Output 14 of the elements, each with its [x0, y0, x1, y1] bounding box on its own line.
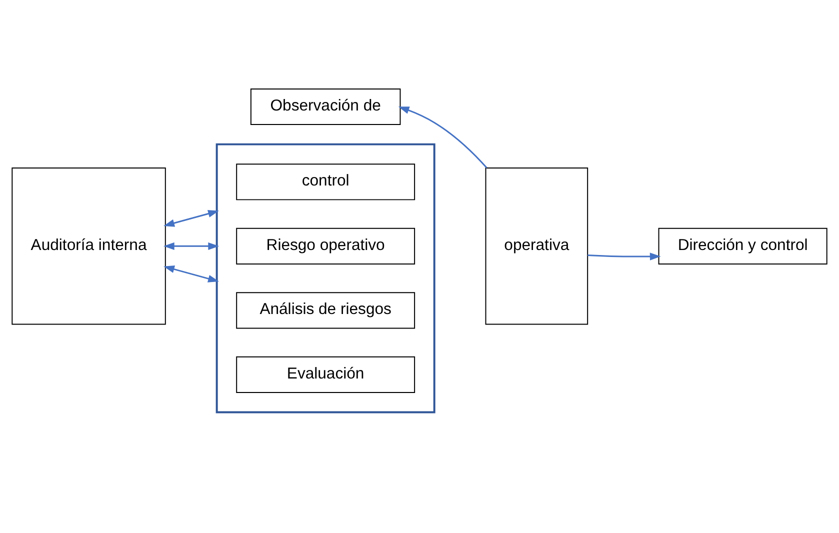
- node-box: Riesgo operativo: [236, 227, 416, 264]
- node-box: Observación de: [250, 88, 401, 125]
- arrow: [164, 210, 219, 226]
- arrow: [164, 265, 219, 282]
- node-box: Evaluación: [236, 356, 416, 392]
- node-box: Auditoría interna: [12, 167, 166, 324]
- node-box: Análisis de riesgos: [236, 292, 416, 328]
- cluster: [216, 142, 436, 413]
- node-box: control: [236, 163, 416, 200]
- node-box: Dirección y control: [658, 227, 828, 264]
- arrow: [588, 252, 661, 260]
- arrow: [163, 242, 220, 250]
- arrow: [398, 106, 488, 168]
- node-box: operativa: [485, 167, 588, 324]
